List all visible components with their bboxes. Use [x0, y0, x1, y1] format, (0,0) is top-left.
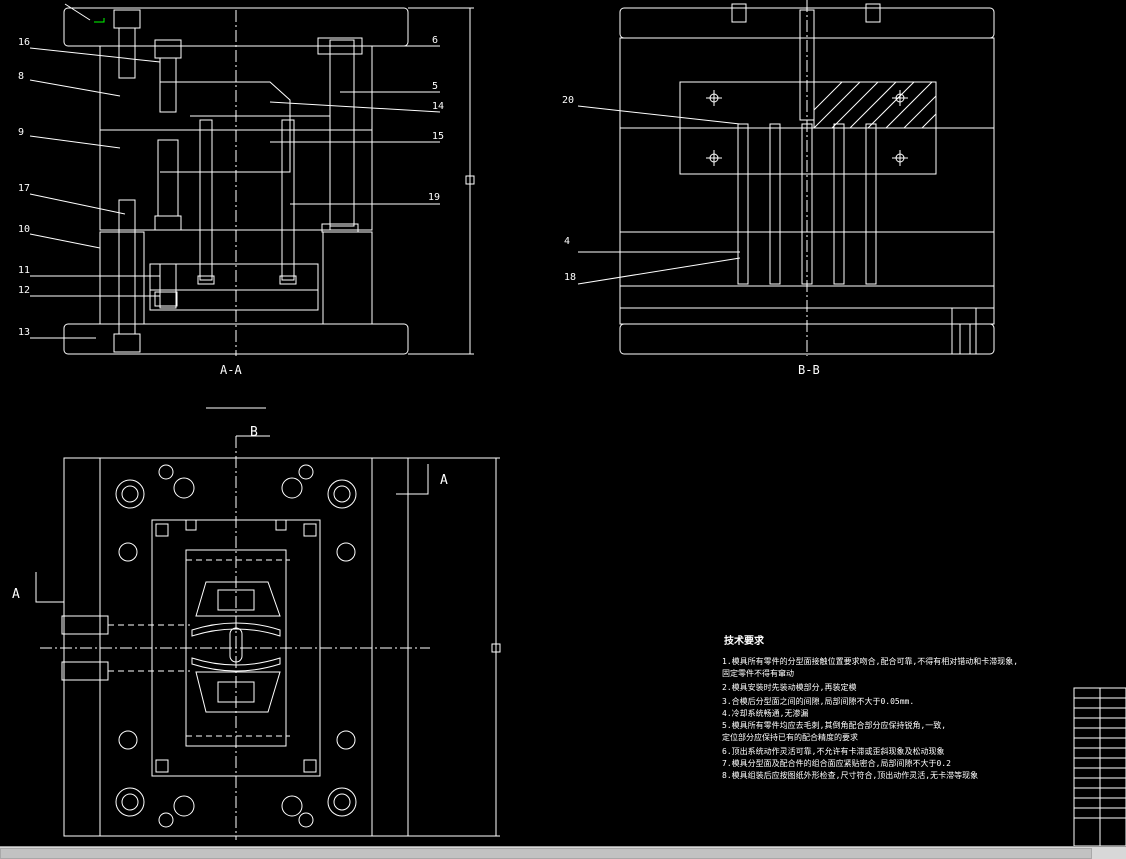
accent-marker [94, 18, 105, 23]
part-label: 9 [18, 127, 24, 138]
part-label: 6 [432, 35, 438, 46]
section-marker-a-right: A [440, 473, 448, 488]
part-label: 16 [18, 37, 30, 48]
notes-line: 5.模具所有零件均应去毛刺,其倒角配合部分应保持锐角,一致, [722, 720, 946, 730]
part-label: 17 [18, 183, 30, 194]
plan-view [35, 407, 501, 840]
notes-line: 1.模具所有零件的分型面接触位置要求吻合,配合可靠,不得有相对错动和卡滞现象, [722, 656, 1018, 666]
part-label: 5 [432, 81, 438, 92]
part-label: 12 [18, 285, 30, 296]
section-aa-title: A-A [220, 363, 242, 377]
notes-title: 技术要求 [724, 634, 765, 647]
part-labels-bb: 20 4 18 [562, 95, 576, 283]
section-aa-view [29, 3, 475, 356]
section-marker-a-left: A [12, 587, 20, 602]
notes-line: 定位部分应保持已有的配合精度的要求 [722, 732, 858, 742]
section-marker-b: B [250, 425, 258, 440]
part-label: 15 [432, 131, 444, 142]
notes-line: 3.合模后分型面之间的间隙,局部间隙不大于0.05mm. [722, 696, 914, 706]
notes-line: 8.模具组装后应按图纸外形检查,尺寸符合,顶出动作灵活,无卡滞等现象 [722, 770, 978, 780]
scrollbar-thumb[interactable] [0, 848, 1092, 859]
part-label: 11 [18, 265, 30, 276]
notes-line: 2.模具安装时先装动模部分,再装定模 [722, 682, 856, 692]
section-bb-view [577, 0, 995, 356]
title-block [1073, 687, 1126, 847]
part-label: 19 [428, 192, 440, 203]
notes-line: 7.模具分型面及配合件的组合面应紧贴密合,局部间隙不大于0.2 [722, 758, 951, 768]
technical-requirements: 技术要求 1.模具所有零件的分型面接触位置要求吻合,配合可靠,不得有相对错动和卡… [722, 634, 1018, 780]
part-label: 8 [18, 71, 24, 82]
section-bb-title: B-B [798, 363, 820, 377]
part-label: 20 [562, 95, 574, 106]
notes-line: 4.冷却系统畅通,无渗漏 [722, 708, 808, 718]
notes-line: 固定零件不得有窜动 [722, 668, 794, 678]
part-labels-aa: 16 8 9 17 10 11 12 13 6 5 14 15 19 [18, 35, 444, 338]
horizontal-scrollbar[interactable] [0, 846, 1126, 859]
part-label: 14 [432, 101, 444, 112]
part-label: 13 [18, 327, 30, 338]
part-label: 10 [18, 224, 30, 235]
notes-line: 6.顶出系统动作灵活可靠,不允许有卡滞或歪斜现象及松动现象 [722, 746, 944, 756]
part-label: 18 [564, 272, 576, 283]
part-label: 4 [564, 236, 570, 247]
